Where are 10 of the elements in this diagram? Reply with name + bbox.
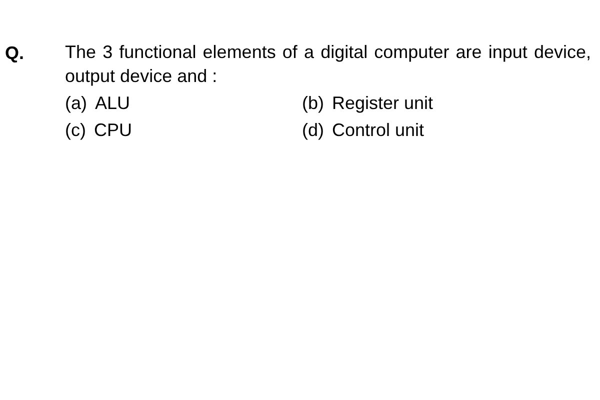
question-number: Q. <box>5 42 24 65</box>
option-text: Register unit <box>332 92 434 115</box>
option-letter: (b) <box>302 92 324 115</box>
question-text: The 3 functional elements of a digital computer are input device, output device and : <box>65 41 591 88</box>
option-text: Control unit <box>332 119 424 142</box>
option-letter: (c) <box>65 119 86 142</box>
option-letter: (a) <box>65 92 87 115</box>
option-text: CPU <box>94 119 132 142</box>
option-letter: (d) <box>302 119 324 142</box>
option-text: ALU <box>95 92 130 115</box>
